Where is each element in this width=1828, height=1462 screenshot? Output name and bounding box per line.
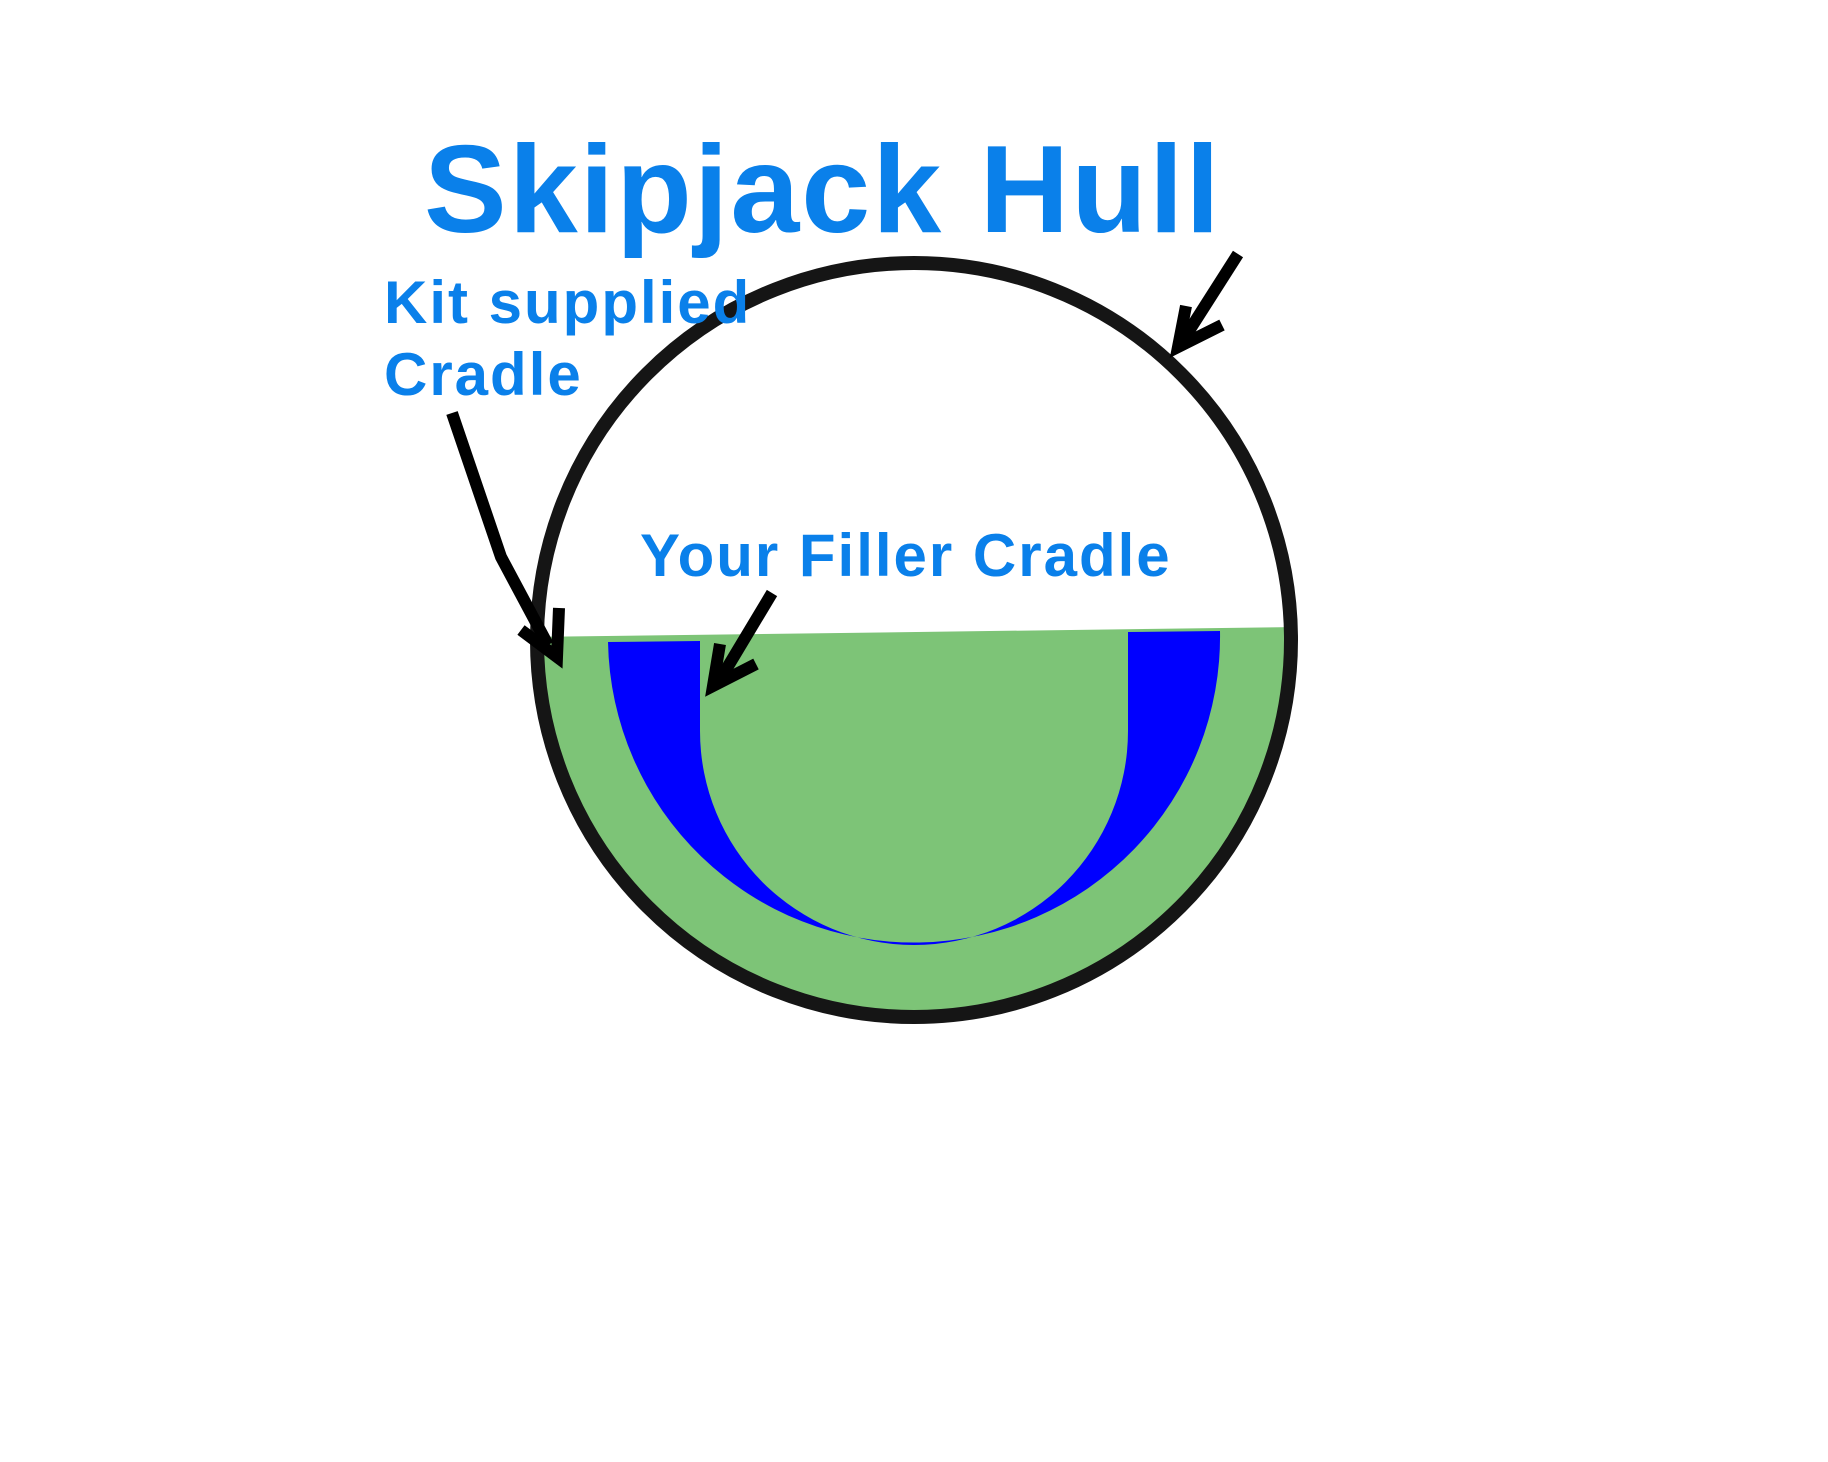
kit-cradle-label-line2: Cradle — [384, 341, 583, 408]
filler-cradle-label: Your Filler Cradle — [640, 522, 1172, 589]
hull-arrow — [1169, 250, 1244, 358]
filler-cradle-arrow — [705, 589, 778, 697]
filler-cradle — [608, 631, 1221, 945]
kit-supplied-cradle — [537, 627, 1291, 1017]
diagram-title: Skipjack Hull — [424, 121, 1222, 259]
kit-cradle-label-line1: Kit supplied — [384, 269, 752, 336]
kit-cradle-arrow — [446, 411, 565, 669]
